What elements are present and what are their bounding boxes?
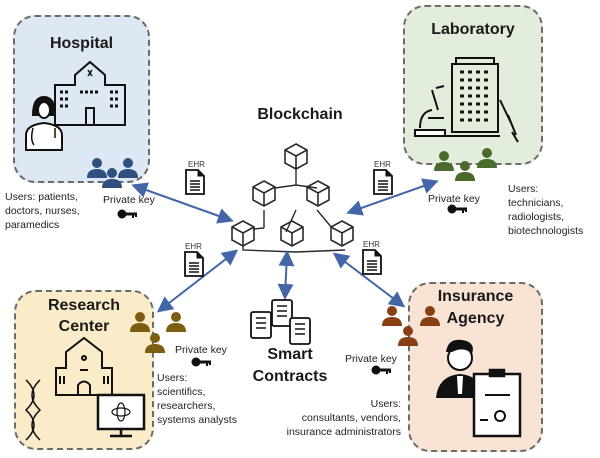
insurance-private-key-label: Private key [345, 353, 397, 365]
doctor-icon [25, 95, 63, 151]
research-key-icon [191, 357, 211, 367]
laboratory-private-key-label: Private key [428, 193, 480, 205]
block-icon [306, 180, 330, 207]
blockchain-network [231, 143, 354, 253]
laboratory-building-icon [416, 57, 500, 137]
microscope-icon [414, 85, 446, 137]
block-icon [252, 180, 276, 207]
ehr-document-icon [373, 169, 393, 195]
insurance-key-icon [371, 365, 391, 375]
research-users-icon [130, 312, 186, 353]
computer-atom-icon [96, 393, 146, 438]
block-icon [330, 220, 354, 247]
arrow-research-blockchain [156, 249, 239, 313]
laboratory-users-icon [434, 148, 497, 181]
blockchain-title: Blockchain [257, 106, 343, 123]
smart-contracts-line1: Smart [267, 346, 313, 363]
research-building-icon [55, 336, 113, 396]
ehr-document-icon [362, 249, 382, 275]
ehr-label-laboratory: EHR [374, 160, 391, 169]
block-icon [280, 220, 304, 247]
insurance-title-line2: Agency [446, 310, 505, 327]
hospital-key-icon [117, 209, 137, 219]
research-title-line2: Center [58, 318, 110, 335]
arrow-laboratory-blockchain [346, 178, 439, 216]
dna-icon [24, 379, 42, 441]
ehr-label-insurance: EHR [363, 240, 380, 249]
agent-icon [436, 339, 484, 398]
ehr-document-icon [185, 169, 205, 195]
hospital-users: Users: patients, doctors, nurses, parame… [5, 191, 80, 231]
hospital-users-icon [87, 158, 138, 188]
smart-contracts-icon [250, 299, 311, 345]
laboratory-title: Laboratory [431, 21, 515, 38]
research-private-key-label: Private key [175, 344, 227, 356]
insurance-users: Users: consultants, vendors, insurance a… [286, 398, 401, 438]
certificate-icon [472, 368, 522, 438]
block-icon [284, 143, 308, 170]
ehr-document-icon [184, 251, 204, 277]
hospital-title: Hospital [49, 35, 114, 52]
arrow-insurance-blockchain [332, 252, 406, 308]
arrow-contracts-blockchain [277, 250, 295, 300]
block-icon [231, 220, 255, 247]
arrow-hospital-blockchain [131, 182, 234, 224]
smart-contracts-line2: Contracts [252, 368, 328, 385]
research-title-line1: Research [47, 297, 121, 314]
laboratory-key-icon [447, 204, 467, 214]
insurance-title-line1: Insurance [437, 288, 514, 305]
research-users: Users: scientifics, researchers, systems… [157, 372, 237, 426]
ehr-label-research: EHR [185, 242, 202, 251]
hospital-building-icon [54, 60, 126, 126]
laboratory-users: Users: technicians, radiologists, biotec… [508, 183, 584, 237]
syringe-icon [499, 99, 519, 143]
insurance-users-icon [382, 306, 440, 346]
hospital-box [13, 15, 150, 183]
laboratory-box [403, 5, 543, 165]
ehr-label-hospital: EHR [188, 160, 205, 169]
